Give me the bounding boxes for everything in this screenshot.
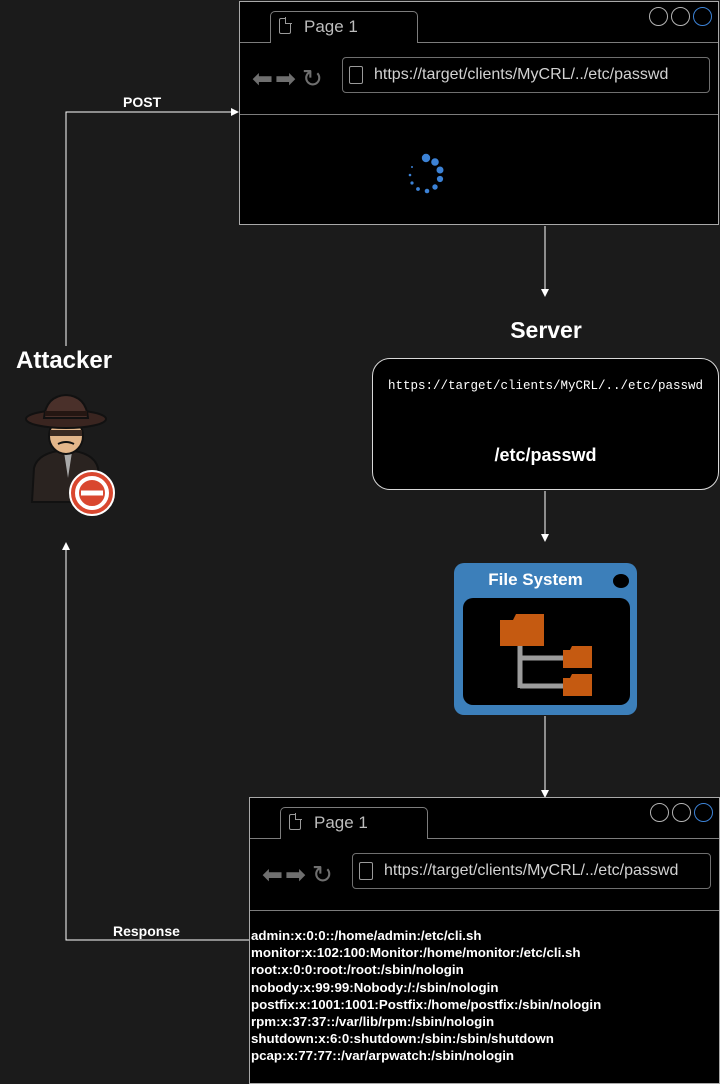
window-controls <box>650 803 713 822</box>
tab-label: Page 1 <box>314 813 368 832</box>
tab-label: Page 1 <box>304 17 358 36</box>
forward-arrow-icon[interactable]: ➡ <box>274 64 296 93</box>
loading-spinner-icon <box>408 153 444 194</box>
attacker-title: Attacker <box>16 347 113 374</box>
passwd-line: monitor:x:102:100:Monitor:/home/monitor:… <box>251 945 581 961</box>
window-controls <box>649 7 712 26</box>
minimize-button[interactable] <box>650 803 669 822</box>
forward-arrow-icon[interactable]: ➡ <box>284 860 306 889</box>
server-title: Server <box>510 317 582 343</box>
folder-tree-icon <box>500 614 592 696</box>
close-button[interactable] <box>693 7 712 26</box>
tab-bar: Page 1 <box>250 798 719 839</box>
response-body: admin:x:0:0::/home/admin:/etc/cli.sh mon… <box>251 927 601 1065</box>
response-arrow <box>62 542 249 941</box>
url-text: https://target/clients/MyCRL/../etc/pass… <box>374 66 669 83</box>
close-button[interactable] <box>694 803 713 822</box>
file-system-panel <box>463 598 630 705</box>
maximize-button[interactable] <box>671 7 690 26</box>
document-icon <box>349 66 363 84</box>
spy-hacker-icon <box>25 393 107 503</box>
maximize-button[interactable] <box>672 803 691 822</box>
post-label: POST <box>123 94 162 110</box>
document-icon <box>289 813 302 830</box>
file-system-box: File System <box>454 563 637 715</box>
server-resolved-path: /etc/passwd <box>494 445 597 465</box>
server-box: https://target/clients/MyCRL/../etc/pass… <box>372 358 719 490</box>
passwd-line: rpm:x:37:37::/var/lib/rpm:/sbin/nologin <box>251 1014 495 1030</box>
back-arrow-icon[interactable]: ⬅ <box>262 860 283 889</box>
navigation-bar: ⬅ ➡ ↻ https://target/clients/MyCRL/../et… <box>250 838 719 911</box>
tab-page-1[interactable]: Page 1 <box>270 11 418 43</box>
response-label: Response <box>113 923 180 939</box>
passwd-line: nobody:x:99:99:Nobody:/:/sbin/nologin <box>251 979 499 995</box>
server-request-url: https://target/clients/MyCRL/../etc/pass… <box>387 379 704 393</box>
url-text: https://target/clients/MyCRL/../etc/pass… <box>384 862 679 879</box>
navigation-bar: ⬅ ➡ ↻ https://target/clients/MyCRL/../et… <box>240 42 718 115</box>
address-bar[interactable]: https://target/clients/MyCRL/../etc/pass… <box>342 57 710 93</box>
document-icon <box>359 862 373 880</box>
file-system-title: File System <box>488 570 583 589</box>
refresh-icon[interactable]: ↻ <box>301 64 323 93</box>
tab-page-1[interactable]: Page 1 <box>280 807 428 839</box>
passwd-line: shutdown:x:6:0:shutdown:/sbin:/sbin/shut… <box>251 1031 554 1047</box>
passwd-line: pcap:x:77:77::/var/arpwatch:/sbin/nologi… <box>251 1048 515 1064</box>
minimize-button[interactable] <box>649 7 668 26</box>
prohibited-icon <box>69 470 115 516</box>
document-icon <box>279 17 292 34</box>
top-browser-window: Page 1 ⬅ ➡ ↻ https://target/clients/MyCR… <box>239 1 719 225</box>
passwd-line: admin:x:0:0::/home/admin:/etc/cli.sh <box>251 928 482 943</box>
tab-bar: Page 1 <box>240 2 718 43</box>
back-arrow-icon[interactable]: ⬅ <box>252 64 273 93</box>
address-bar[interactable]: https://target/clients/MyCRL/../etc/pass… <box>352 853 711 889</box>
passwd-line: postfix:x:1001:1001:Postfix:/home/postfi… <box>251 996 602 1012</box>
indicator-dot <box>613 574 629 588</box>
refresh-icon[interactable]: ↻ <box>311 860 333 889</box>
passwd-line: root:x:0:0:root:/root:/sbin/nologin <box>251 962 464 978</box>
post-arrow <box>65 108 239 346</box>
bottom-browser-window: Page 1 ⬅ ➡ ↻ https://target/clients/MyCR… <box>249 797 720 1084</box>
